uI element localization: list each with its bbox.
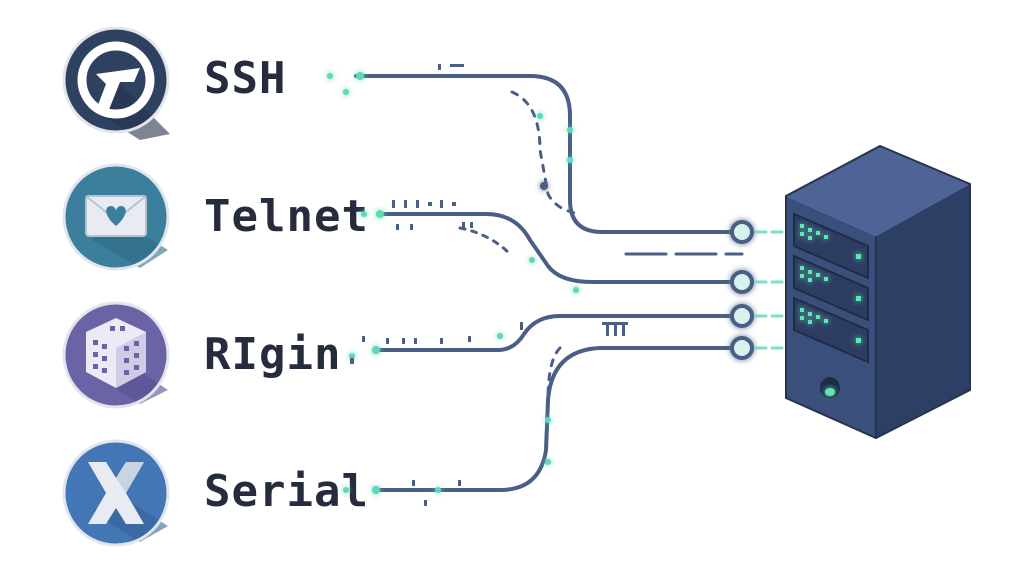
cable-dots [327, 72, 579, 494]
server-ports [730, 220, 788, 360]
server-leds [800, 224, 861, 343]
protocol-label-telnet: Telnet [204, 191, 369, 242]
server-tower-icon [785, 144, 971, 440]
serial-cable-secondary [546, 346, 562, 402]
port-connector [730, 304, 754, 328]
serial-cable [374, 346, 744, 492]
protocol-label-rlogin: RIgin [204, 329, 341, 380]
server-bay [793, 296, 869, 364]
server-power-button [820, 377, 840, 399]
data-ticks [350, 64, 628, 506]
port-connector [730, 270, 754, 294]
ssh-icon [62, 26, 170, 140]
port-connector [730, 336, 754, 360]
envelope-heart-icon [62, 163, 170, 271]
telnet-cable [376, 212, 744, 284]
ssh-cable-secondary [510, 90, 582, 216]
protocol-label-serial: Serial [204, 466, 369, 517]
cube-icon [62, 301, 170, 409]
telnet-cable-secondary [458, 226, 512, 256]
rlogin-cable [374, 314, 744, 352]
x-icon [62, 439, 170, 547]
server-bay [793, 254, 869, 322]
ssh-cable [354, 74, 744, 234]
protocol-label-ssh: SSH [204, 53, 286, 104]
server-bay [793, 212, 869, 280]
port-connector [730, 220, 754, 244]
